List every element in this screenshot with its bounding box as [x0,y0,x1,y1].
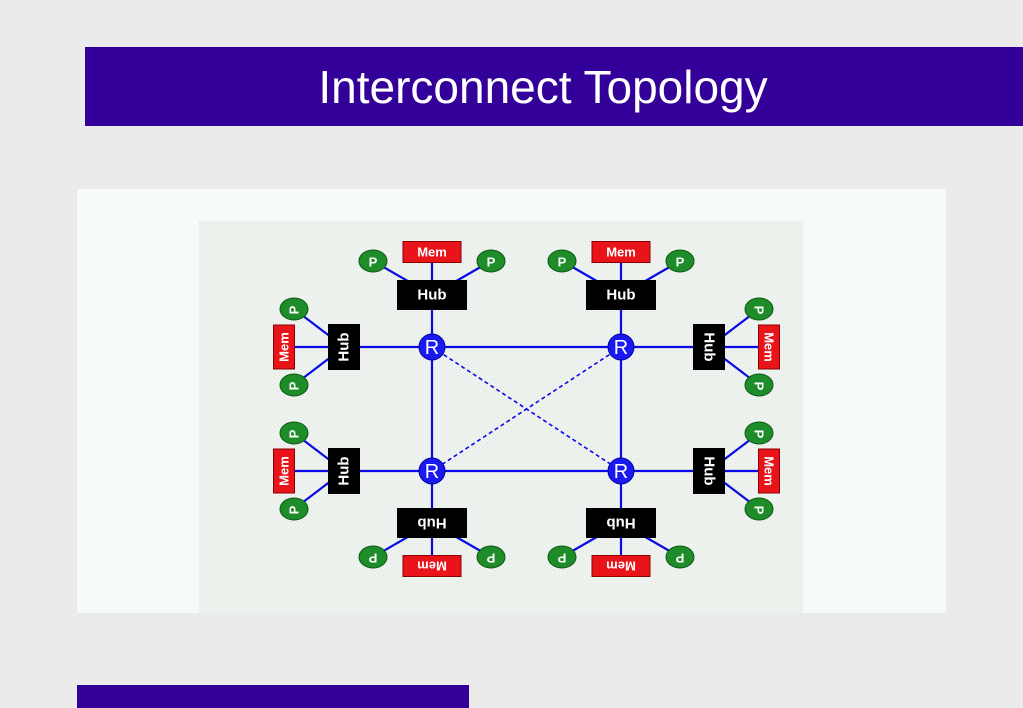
top-left-up-mem-label: Mem [417,245,447,260]
top-right-up-hub-box [586,280,656,310]
bottom-right-down-mem-box [591,555,651,577]
top-right-up-p2-label: P [676,255,685,270]
bottom-right-down-p2-label: P [675,551,684,566]
top-right-up-hub-label: Hub [606,287,635,304]
router-top-right-label: R [614,337,628,359]
bottom-left-down-p2-label: P [486,551,495,566]
top-right-side-mem-box [758,324,780,370]
bottom-left-side-p2-label: P [287,505,302,514]
top-right-side-mem-label: Mem [762,332,777,362]
bottom-left-side-hub-box [328,448,360,494]
bottom-right-side-p1-circle [744,421,774,445]
top-left-up-hub-box [397,280,467,310]
bottom-right-side-mem-label: Mem [762,456,777,486]
top-left-side-p2-label: P [287,381,302,390]
top-right-side-hub-label: Hub [701,332,718,361]
bottom-right-side-hub-box [693,448,725,494]
router-bottom-right-label: R [614,461,628,483]
router-top-left-label: R [425,337,439,359]
top-right-up-mem-box [591,241,651,263]
top-right-side-p1-label: P [752,306,767,315]
bottom-right-down-hub-label: Hub [606,515,635,532]
bottom-left-down-mem-label: Mem [417,559,447,574]
top-right-up-mem-label: Mem [606,245,636,260]
bottom-left-down-mem-box [402,555,462,577]
top-right-side-p1-circle [744,297,774,321]
slide-title: Interconnect Topology [318,60,768,113]
diagram-background [199,221,803,613]
top-left-up-p2-label: P [487,255,496,270]
bottom-left-down-p1-circle [358,545,388,569]
bottom-left-down-hub-box [397,508,467,538]
cross-link-2 [431,346,622,472]
top-left-side-hub-label: Hub [336,332,353,361]
bottom-right-down-hub-box [586,508,656,538]
top-left-side-p1-label: P [287,305,302,314]
bottom-left-down-p1-label: P [368,551,377,566]
router-bottom-left-circle [418,457,446,485]
top-right-side-hub-box [693,324,725,370]
bottom-right-down-p2-circle [665,545,695,569]
bottom-left-side-hub-label: Hub [336,456,353,485]
bottom-left-side-p2-circle [279,497,309,521]
top-left-side-p2-circle [279,373,309,397]
top-left-side-p1-circle [279,297,309,321]
bottom-right-down-p1-label: P [557,551,566,566]
router-top-right-circle [607,333,635,361]
bottom-right-side-mem-box [758,448,780,494]
top-right-up-p1-circle [547,249,577,273]
bottom-bar [77,685,469,708]
top-left-up-mem-box [402,241,462,263]
bottom-right-side-hub-label: Hub [701,456,718,485]
top-left-side-mem-label: Mem [277,332,292,362]
bottom-left-side-p1-label: P [287,429,302,438]
title-bar: Interconnect Topology [85,47,1023,126]
bottom-right-down-p1-circle [547,545,577,569]
router-top-left-circle [418,333,446,361]
bottom-right-down-mem-label: Mem [606,559,636,574]
bottom-left-down-p2-circle [476,545,506,569]
top-left-up-p1-label: P [369,255,378,270]
router-bottom-right-circle [607,457,635,485]
top-right-up-p2-circle [665,249,695,273]
bottom-right-side-p1-label: P [752,430,767,439]
top-right-up-p1-label: P [558,255,567,270]
top-right-side-p2-circle [744,373,774,397]
router-bottom-left-label: R [425,461,439,483]
top-left-up-hub-label: Hub [417,287,446,304]
bottom-left-side-mem-label: Mem [277,456,292,486]
bottom-left-down-hub-label: Hub [417,515,446,532]
top-left-side-hub-box [328,324,360,370]
top-left-up-p2-circle [476,249,506,273]
bottom-left-side-p1-circle [279,421,309,445]
top-left-side-mem-box [273,324,295,370]
bottom-right-side-p2-label: P [752,506,767,515]
bottom-right-side-p2-circle [744,497,774,521]
top-right-side-p2-label: P [752,382,767,391]
bottom-left-side-mem-box [273,448,295,494]
top-left-up-p1-circle [358,249,388,273]
